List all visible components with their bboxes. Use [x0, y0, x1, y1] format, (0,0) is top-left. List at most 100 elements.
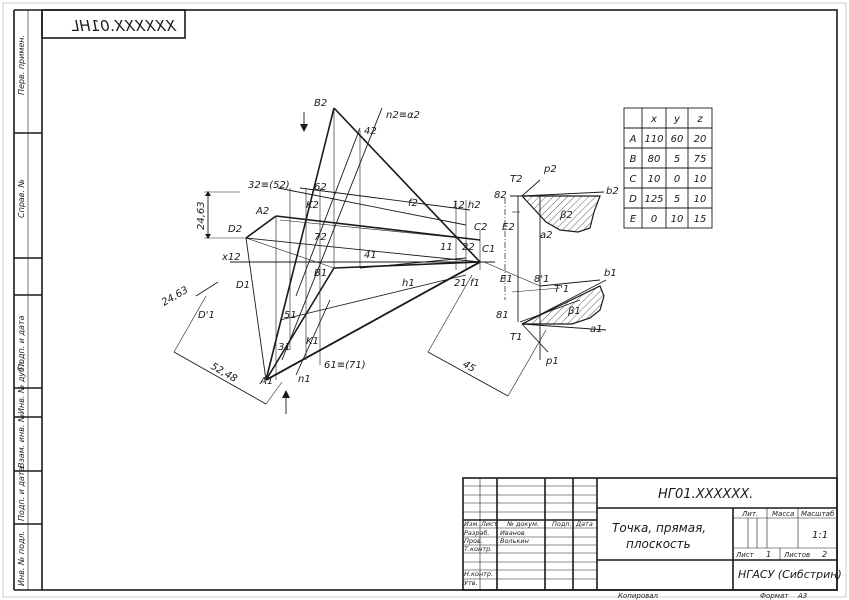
- table-cell-E: E: [630, 214, 637, 225]
- label-T1: T1: [510, 332, 522, 343]
- title-line-2: плоскость: [626, 537, 691, 551]
- table-cell-B: B: [630, 154, 637, 165]
- lit-label: Лит.: [741, 510, 758, 518]
- table-cell-E-x: 0: [651, 214, 657, 225]
- prov-label: Пров.: [464, 537, 483, 545]
- label-A2: A2: [255, 206, 269, 217]
- label-D'1: D'1: [198, 310, 215, 321]
- title-line-1: Точка, прямая,: [612, 521, 706, 535]
- label-K1: K1: [306, 336, 319, 347]
- label-2-1: 21: [454, 278, 467, 289]
- label-p2: p2: [543, 164, 557, 175]
- label-B1: B1: [314, 268, 327, 279]
- table-cell-B-y: 5: [674, 154, 680, 165]
- label-n2a2: n2≡α2: [386, 110, 420, 121]
- table-cell-A-y: 60: [671, 134, 684, 145]
- label-5-1: 51: [284, 310, 297, 321]
- label-8'1: 8'1: [534, 274, 549, 285]
- label-f1: f1: [470, 278, 480, 289]
- nkontr-label: Н.контр.: [464, 570, 493, 578]
- dim-45: 45: [461, 359, 478, 375]
- label-A1: A1: [259, 376, 273, 387]
- label-E1: E1: [500, 274, 513, 285]
- label-p1: p1: [545, 356, 559, 367]
- format-value: А3: [797, 592, 807, 600]
- table-cell-A-z: 20: [694, 134, 707, 145]
- label-f2: f2: [408, 198, 418, 209]
- margin-column: [13, 9, 42, 591]
- dim-24-63-inclined: 24,63: [160, 285, 190, 309]
- margin-label-podp1: Подп. и дата: [17, 315, 26, 370]
- label-8-2: 82: [494, 190, 507, 201]
- label-D1: D1: [236, 280, 250, 291]
- scale-value: 1:1: [812, 530, 828, 541]
- label-1-2-h2: 12 h2: [452, 200, 481, 211]
- dimension-lines: [173, 191, 547, 405]
- label-3-1: 31: [278, 342, 291, 353]
- label-beta2: β2: [559, 210, 573, 221]
- label-b1: b1: [604, 268, 617, 279]
- table-cell-E-z: 15: [694, 214, 707, 225]
- label-4-1: 41: [364, 250, 377, 261]
- label-E2: E2: [502, 222, 515, 233]
- masshtab-label: Масштаб: [801, 510, 835, 518]
- margin-label-perv: Перв. примен.: [17, 35, 26, 95]
- list-value: 1: [766, 550, 771, 559]
- col-sign: Подп.: [552, 520, 572, 528]
- dim-24-63-vertical: 24,63: [196, 201, 207, 230]
- label-C2: C2: [474, 222, 487, 233]
- designation: НГ01.XXXXXX.: [658, 487, 753, 502]
- label-C1: C1: [482, 244, 495, 255]
- label-T'1: T'1: [554, 284, 569, 295]
- coordinate-table: [623, 107, 713, 229]
- label-x12: x12: [221, 252, 241, 263]
- label-a2: a2: [540, 230, 553, 241]
- tkontr-label: Т.контр.: [464, 545, 492, 553]
- table-cell-E-y: 10: [671, 214, 684, 225]
- listov-label: Листов: [783, 551, 810, 559]
- label-6-1: 61≡(71): [324, 360, 366, 371]
- label-3-2: 32≡(52): [248, 180, 290, 191]
- margin-label-sprav: Справ. №: [17, 179, 26, 218]
- margin-label-podl: Инв. № подл.: [17, 531, 26, 586]
- table-cell-B-z: 75: [694, 154, 707, 165]
- copied-label: Копировал: [618, 592, 659, 600]
- label-D2: D2: [228, 224, 242, 235]
- table-cell-C: C: [630, 174, 637, 185]
- margin-label-vzam: Взам. инв. №: [17, 414, 26, 468]
- table-cell-A-x: 110: [644, 134, 663, 145]
- table-header-z: z: [696, 114, 703, 125]
- point-labels: B2 n2≡α2 42 32≡(52) 62 A2 K2 f2 12 h2 C2…: [198, 98, 619, 387]
- label-1-1: 11: [440, 242, 453, 253]
- coordinate-table-text: x y z A 110 60 20 B 80 5 75 C 10 0 10 D …: [629, 114, 707, 225]
- margin-labels: Перв. примен. Справ. № Подп. и дата Инв.…: [17, 35, 26, 586]
- label-n1: n1: [298, 374, 311, 385]
- label-T2: T2: [510, 174, 522, 185]
- table-header-x: x: [650, 114, 657, 125]
- format-label: Формат: [760, 592, 789, 600]
- label-beta1: β1: [567, 306, 581, 317]
- label-8-1: 81: [496, 310, 509, 321]
- label-b2: b2: [606, 186, 619, 197]
- col-list: Лист: [480, 520, 498, 528]
- org-name: НГАСУ (Сибстрин): [738, 568, 842, 581]
- listov-value: 2: [822, 550, 827, 559]
- label-K2: K2: [306, 200, 319, 211]
- table-cell-C-x: 10: [648, 174, 661, 185]
- table-cell-A: A: [629, 134, 637, 145]
- label-a1: a1: [590, 324, 603, 335]
- razrab-label: Разраб.: [464, 529, 490, 537]
- label-B2: B2: [314, 98, 327, 109]
- projection-lines: [230, 107, 495, 414]
- margin-label-dubl: Инв. № дубл.: [17, 359, 26, 414]
- table-cell-D-z: 10: [694, 194, 707, 205]
- table-cell-C-z: 10: [694, 174, 707, 185]
- label-4-2: 42: [364, 126, 377, 137]
- table-header-y: y: [673, 114, 681, 125]
- table-cell-D: D: [629, 194, 637, 205]
- label-2-2: 22: [462, 242, 475, 253]
- title-block: [462, 477, 838, 591]
- prov-name: Волькин: [500, 537, 529, 545]
